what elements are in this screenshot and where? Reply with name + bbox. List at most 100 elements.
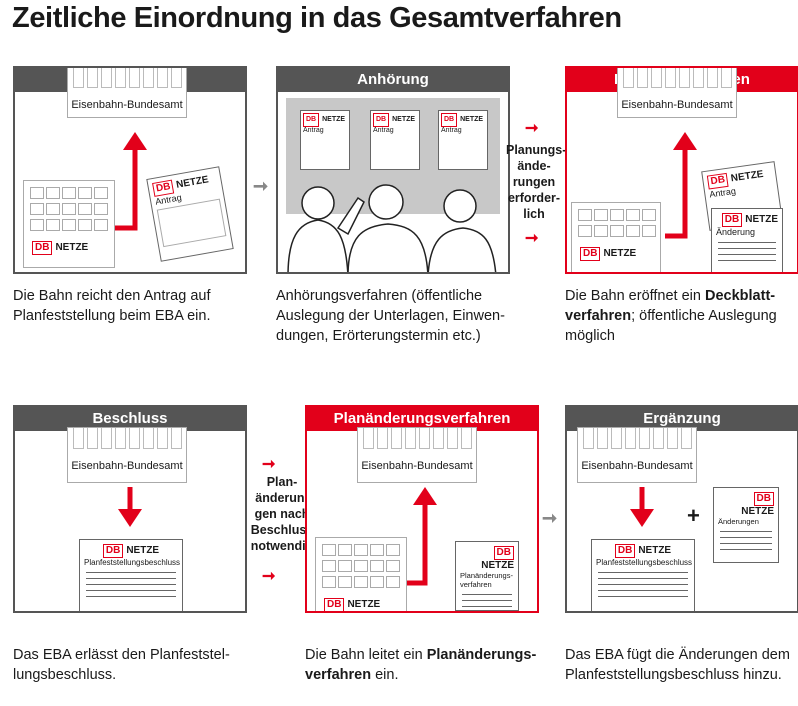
netze-label: NETZE	[481, 560, 514, 571]
doc-title: Antrag	[441, 127, 462, 134]
caption-line: Das EBA erlässt den Planfeststel-	[13, 647, 230, 663]
side-note-line: änderun-	[255, 491, 309, 505]
db-logo: DB	[493, 546, 514, 560]
red-arrow-top-1: ➞	[525, 120, 539, 137]
db-logo: DB	[441, 113, 458, 127]
caption-text: Die Bahn leitet ein	[305, 647, 427, 663]
db-logo: DB	[721, 213, 743, 227]
db-logo: DB	[324, 598, 345, 611]
side-note-top: Planungs- ände- rungen erforder- lich	[506, 142, 567, 222]
caption-anhoerung: Anhörungsverfahren (öffentliche Auslegun…	[276, 286, 516, 346]
eba-building: Eisenbahn-Bundesamt	[617, 68, 737, 118]
netze-label: NETZE	[392, 116, 416, 123]
gray-arrow: ➞	[253, 176, 269, 196]
netze-label: NETZE	[745, 214, 778, 225]
doc-title: Änderungen	[718, 517, 759, 526]
eba-label: Eisenbahn-Bundesamt	[71, 460, 183, 472]
caption-bold: Deckblatt-	[705, 288, 776, 304]
caption-line: Planfeststellungsbeschluss hinzu.	[565, 667, 782, 683]
panel-antrag: Antrag Eisenbahn-Bundesamt DBNETZE DBNET…	[13, 66, 247, 274]
caption-bold: verfahren	[305, 667, 372, 683]
red-arrow-bottom-1: ➞	[262, 456, 276, 473]
side-note-bottom: Plan- änderun- gen nach Beschluss notwen…	[250, 474, 314, 554]
netze-label: NETZE	[741, 506, 774, 517]
eba-label: Eisenbahn-Bundesamt	[621, 99, 733, 111]
panel-deckblattverfahren: Deckblattverfahren Eisenbahn-Bundesamt D…	[565, 66, 798, 274]
caption-bold: Planänderungs-	[426, 647, 537, 663]
side-note-line: rungen	[512, 175, 556, 189]
netze-label: NETZE	[126, 545, 160, 556]
caption-line: Auslegung der Unterlagen, Einwen-	[276, 308, 505, 324]
down-arrow	[118, 487, 142, 527]
db-logo: DB	[614, 544, 636, 558]
side-note-line: gen nach	[254, 507, 310, 521]
caption-ergaenzung: Das EBA fügt die Änderungen dem Planfest…	[565, 645, 797, 685]
panel-header: Anhörung	[278, 68, 508, 92]
netze-label: NETZE	[603, 248, 637, 259]
caption-text: Die Bahn eröffnet ein	[565, 288, 705, 304]
db-logo: DB	[32, 241, 53, 255]
caption-line: Das EBA fügt die Änderungen dem	[565, 647, 790, 663]
eba-building: Eisenbahn-Bundesamt	[357, 427, 477, 483]
netze-label: NETZE	[322, 116, 346, 123]
caption-beschluss: Das EBA erlässt den Planfeststel- lungsb…	[13, 645, 253, 685]
side-note-line: Planungs-	[506, 143, 567, 157]
down-arrow	[630, 487, 654, 527]
caption-line: lungsbeschluss.	[13, 667, 117, 683]
up-arrow	[665, 132, 697, 239]
caption-text: ; öffentliche Auslegung	[631, 308, 777, 324]
db-logo: DB	[373, 113, 390, 127]
red-arrow-top-2: ➞	[525, 230, 539, 247]
caption-line: Die Bahn reicht den Antrag auf	[13, 288, 211, 304]
doc-title: Planfeststellungsbeschluss	[596, 558, 693, 567]
side-note-line: erforder-	[507, 191, 561, 205]
doc-title: Planänderungs-	[460, 571, 513, 580]
people-illustration	[287, 184, 497, 272]
plus-icon: +	[687, 503, 700, 528]
side-note-line: ände-	[517, 159, 551, 173]
caption-text: ein.	[371, 667, 399, 683]
panel-ergaenzung: Ergänzung Eisenbahn-Bundesamt + DBNETZE …	[565, 405, 798, 613]
doc-title: Antrag	[303, 127, 324, 134]
eba-building: Eisenbahn-Bundesamt	[67, 427, 187, 483]
aenderungen-document: DBNETZE Änderungen	[713, 487, 779, 563]
db-logo: DB	[303, 113, 320, 127]
eba-label: Eisenbahn-Bundesamt	[361, 460, 473, 472]
panel-planaenderungsverfahren: Planänderungsverfahren Eisenbahn-Bundesa…	[305, 405, 539, 613]
side-note-line: notwendig	[250, 539, 314, 553]
up-arrow	[405, 487, 437, 586]
doc-title: Antrag	[373, 127, 394, 134]
db-logo: DB	[580, 247, 601, 261]
red-arrow-bottom-2: ➞	[262, 568, 276, 585]
doc-title: verfahren	[460, 580, 492, 589]
caption-planaenderung: Die Bahn leitet ein Planänderungs- verfa…	[305, 645, 545, 685]
caption-line: Planfeststellung beim EBA ein.	[13, 308, 211, 324]
netze-label: NETZE	[347, 599, 381, 610]
gray-arrow: ➞	[542, 508, 558, 528]
caption-line: möglich	[565, 328, 615, 344]
caption-line: dungen, Erörterungstermin etc.)	[276, 328, 481, 344]
netze-label: NETZE	[460, 116, 484, 123]
up-arrow	[115, 132, 147, 231]
netze-label: NETZE	[638, 545, 672, 556]
eba-building: Eisenbahn-Bundesamt	[577, 427, 697, 483]
db-logo: DB	[102, 544, 124, 558]
side-note-line: Beschluss	[250, 523, 314, 537]
page-title: Zeitliche Einordnung in das Gesamtverfah…	[12, 2, 622, 34]
doc-title: Planfeststellungsbeschluss	[84, 558, 181, 567]
caption-deckblatt: Die Bahn eröffnet ein Deckblatt- verfahr…	[565, 286, 795, 346]
eba-label: Eisenbahn-Bundesamt	[581, 460, 693, 472]
planaenderung-document: DBNETZE Planänderungs- verfahren	[455, 541, 519, 611]
doc-title: Änderung	[716, 227, 756, 237]
netze-label: NETZE	[730, 168, 765, 185]
